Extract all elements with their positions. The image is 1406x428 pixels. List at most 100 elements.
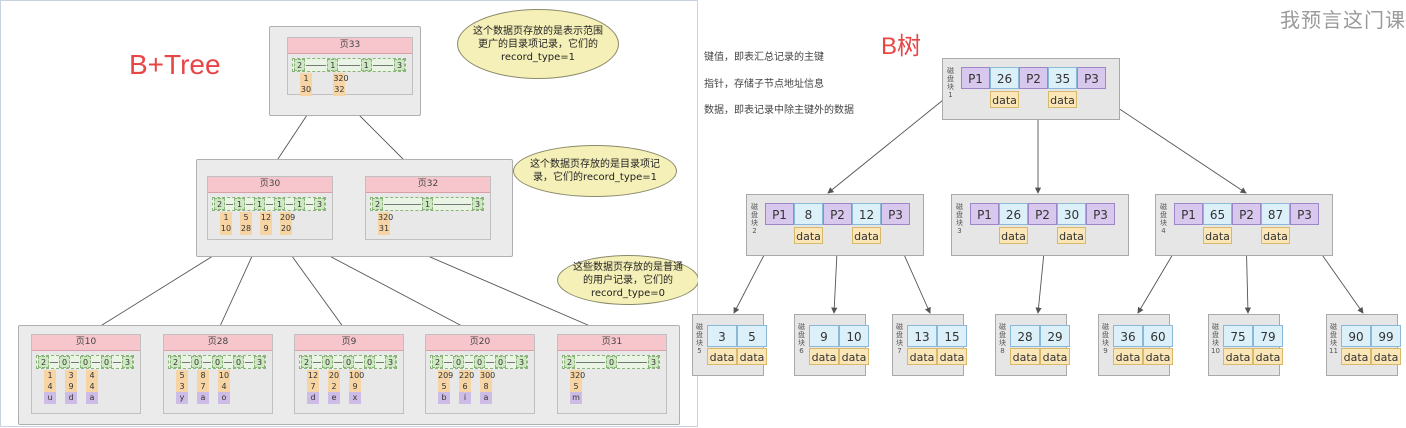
key-cell: 300 <box>480 370 496 382</box>
page-pointer-cell: 30 <box>300 84 312 96</box>
next-record-arrow <box>203 362 211 363</box>
key-cell: 60 <box>1143 325 1173 347</box>
key-cell: 35 <box>1048 67 1077 89</box>
record-header-cell: 0 <box>343 356 354 368</box>
page-title: 页20 <box>426 335 534 351</box>
record-header-cell: 1 <box>234 198 245 210</box>
key-cell: 36 <box>1113 325 1143 347</box>
key-cell: 9 <box>809 325 839 347</box>
key-cell: 79 <box>1253 325 1283 347</box>
data-cell: data <box>937 348 967 365</box>
annotation-bubble-2: 这个数据页存放的是目录项记录，它们的record_type=1 <box>513 145 677 197</box>
next-record-arrow <box>182 362 190 363</box>
data-cell: data <box>1261 227 1290 244</box>
key-cell: 3 <box>707 325 737 347</box>
page-pointer-cell: 28 <box>240 223 252 235</box>
record-header-cell: 0 <box>364 356 375 368</box>
record-header-cell: 0 <box>59 356 70 368</box>
key-cell: 12 <box>260 212 272 224</box>
next-record-arrow <box>286 204 293 205</box>
col3-cell: y <box>176 392 188 404</box>
col3-cell: u <box>44 392 56 404</box>
root-p1-link <box>827 95 949 194</box>
data-cell: data <box>839 348 869 365</box>
data-cell: data <box>1113 348 1143 365</box>
data-cell: data <box>809 348 839 365</box>
data-cell: data <box>737 348 767 365</box>
key-cell: 5 <box>240 212 252 224</box>
key-cell: 3 <box>65 370 77 382</box>
next-record-arrow <box>50 362 58 363</box>
disk-block-label: 磁盘块2 <box>751 203 758 235</box>
next-record-arrow <box>376 362 384 363</box>
col3-cell: x <box>349 392 361 404</box>
disk-block-label: 磁盘块7 <box>896 323 903 355</box>
disk-block-label: 磁盘块11 <box>1329 323 1338 355</box>
record-header-cell: 2 <box>294 59 305 71</box>
col2-cell: 7 <box>197 381 209 393</box>
next-record-arrow <box>245 362 253 363</box>
record-header-cell: 2 <box>38 356 49 368</box>
pointer-cell: P2 <box>1028 203 1057 225</box>
record-header-cell: 0 <box>474 356 485 368</box>
col2-cell: 5 <box>570 381 582 393</box>
col2-cell: 9 <box>65 381 77 393</box>
page-pointer-cell: 9 <box>260 223 272 235</box>
next-record-arrow <box>576 362 605 363</box>
record-header-cell: 2 <box>170 356 181 368</box>
key-cell: 26 <box>990 67 1019 89</box>
record-header-cell: 1 <box>327 59 339 71</box>
key-cell: 90 <box>1341 325 1371 347</box>
key-cell: 320 <box>333 73 349 85</box>
col2-cell: 9 <box>349 381 361 393</box>
disk-block-label: 磁盘块4 <box>1160 203 1167 235</box>
record-header-cell: 2 <box>214 198 225 210</box>
col2-cell: 4 <box>218 381 230 393</box>
col3-cell: b <box>438 392 450 404</box>
btree-panel: B树 我预言这门课 键值，即表汇总记录的主键 指针，存储子节点地址信息 数据，即… <box>692 0 1406 427</box>
record-header-cell: 3 <box>122 356 133 368</box>
next-record-arrow <box>444 362 452 363</box>
pointer-cell: P2 <box>1232 203 1261 225</box>
next-record-arrow <box>113 362 121 363</box>
record-header-cell: 0 <box>212 356 223 368</box>
disk-block-label: 磁盘块6 <box>798 323 805 355</box>
record-header-cell: 2 <box>372 198 383 210</box>
key-cell: 99 <box>1371 325 1401 347</box>
col3-cell: d <box>65 392 77 404</box>
key-cell: 10 <box>218 370 230 382</box>
next-record-arrow <box>224 362 232 363</box>
page-title: 页33 <box>288 38 412 54</box>
data-cell: data <box>999 227 1028 244</box>
page-title: 页28 <box>164 335 272 351</box>
col3-cell: a <box>86 392 98 404</box>
record-header-cell: 3 <box>254 356 265 368</box>
record-header-cell: 1 <box>294 198 305 210</box>
record-header-cell: 0 <box>233 356 244 368</box>
disk-block-label: 磁盘块8 <box>999 323 1006 355</box>
key-cell: 1 <box>220 212 232 224</box>
record-header-cell: 0 <box>322 356 333 368</box>
annotation-bubble-1: 这个数据页存放的是表示范围更广的目录项记录，它们的record_type=1 <box>457 9 619 79</box>
pointer-cell: P1 <box>970 203 999 225</box>
next-record-arrow <box>266 204 273 205</box>
data-cell: data <box>1253 348 1283 365</box>
pointer-cell: P3 <box>1077 67 1106 89</box>
data-cell: data <box>1057 227 1086 244</box>
page-pointer-cell: 10 <box>220 223 232 235</box>
key-cell: 29 <box>1040 325 1070 347</box>
next-record-arrow <box>226 204 233 205</box>
pointer-cell: P1 <box>1174 203 1203 225</box>
key-cell: 320 <box>378 212 394 224</box>
